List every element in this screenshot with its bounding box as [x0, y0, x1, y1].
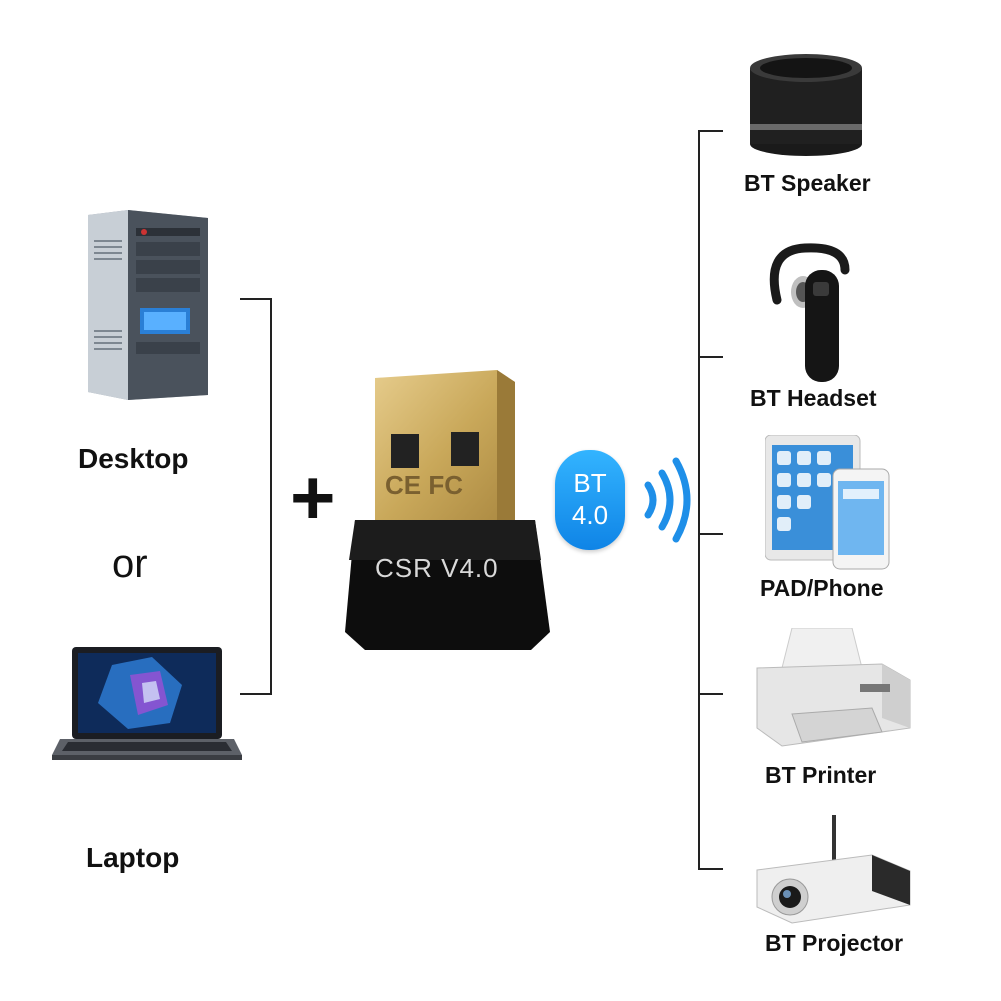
- device-label-projector: BT Projector: [765, 930, 904, 956]
- headset-image: [769, 243, 850, 382]
- branch-line-projector: [698, 868, 723, 870]
- branch-line-phone: [698, 533, 723, 535]
- right-vertical-line: [698, 130, 700, 870]
- laptop-label: Laptop: [86, 842, 180, 873]
- desktop-label: Desktop: [78, 443, 189, 474]
- svg-text:CE FC: CE FC: [385, 470, 463, 500]
- laptop-image: [52, 647, 242, 760]
- branch-line-printer: [698, 693, 723, 695]
- branch-line-speaker: [698, 130, 723, 132]
- left-bracket: [240, 298, 272, 695]
- or-label: or: [112, 542, 148, 586]
- usb-dongle-image: CE FC: [345, 370, 550, 650]
- tablet-phone-image: [765, 435, 890, 570]
- dongle-model-text: CSR V4.0: [375, 553, 499, 583]
- desktop-tower-image: [88, 210, 208, 400]
- printer-image: [756, 628, 911, 747]
- wireless-signal-icon: [644, 457, 691, 543]
- plus-sign: +: [290, 453, 336, 541]
- device-label-headset: BT Headset: [750, 385, 877, 411]
- bt-badge-line1: BT: [573, 468, 607, 498]
- device-label-speaker: BT Speaker: [744, 170, 871, 196]
- device-label-phone: PAD/Phone: [760, 575, 884, 601]
- branch-line-headset: [698, 356, 723, 358]
- bt-version-badge: BT 4.0: [555, 450, 625, 550]
- device-label-printer: BT Printer: [765, 762, 877, 788]
- bt-badge-line2: 4.0: [571, 500, 609, 530]
- projector-image: [756, 815, 911, 924]
- speaker-image: [750, 54, 862, 156]
